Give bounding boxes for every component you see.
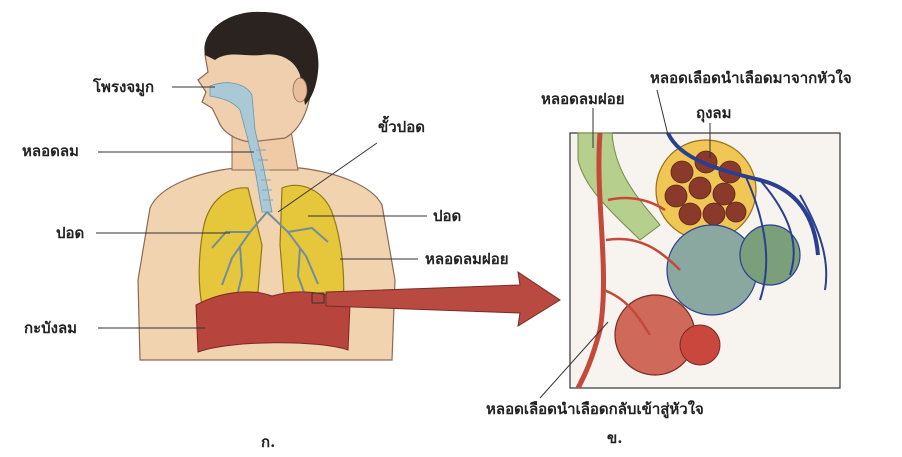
alveoli-figure <box>570 133 840 388</box>
alveolar-sac-bottom-right <box>680 325 720 365</box>
label-hilum: ขั้วปอด <box>378 118 425 136</box>
torso-figure <box>138 12 395 360</box>
caption-a: ก. <box>261 430 275 454</box>
caption-b: ข. <box>607 426 622 450</box>
label-vessel-to-heart: หลอดเลือดนำเลือดกลับเข้าสู่หัวใจ <box>486 400 704 418</box>
label-bronchiole-b: หลอดลมฝอย <box>541 90 625 108</box>
label-lung-left: ปอด <box>56 224 84 242</box>
label-trachea: หลอดลม <box>22 142 79 160</box>
label-lung-right: ปอด <box>433 207 461 225</box>
ear <box>293 78 307 102</box>
label-nasal-cavity: โพรงจมูก <box>93 78 154 96</box>
label-vessel-from-heart: หลอดเลือดนำเลือดมาจากหัวใจ <box>650 69 852 87</box>
label-alveolus: ถุงลม <box>696 104 732 122</box>
label-bronchiole-a: หลอดลมฝอย <box>425 250 509 268</box>
label-diaphragm: กะบังลม <box>24 319 77 337</box>
